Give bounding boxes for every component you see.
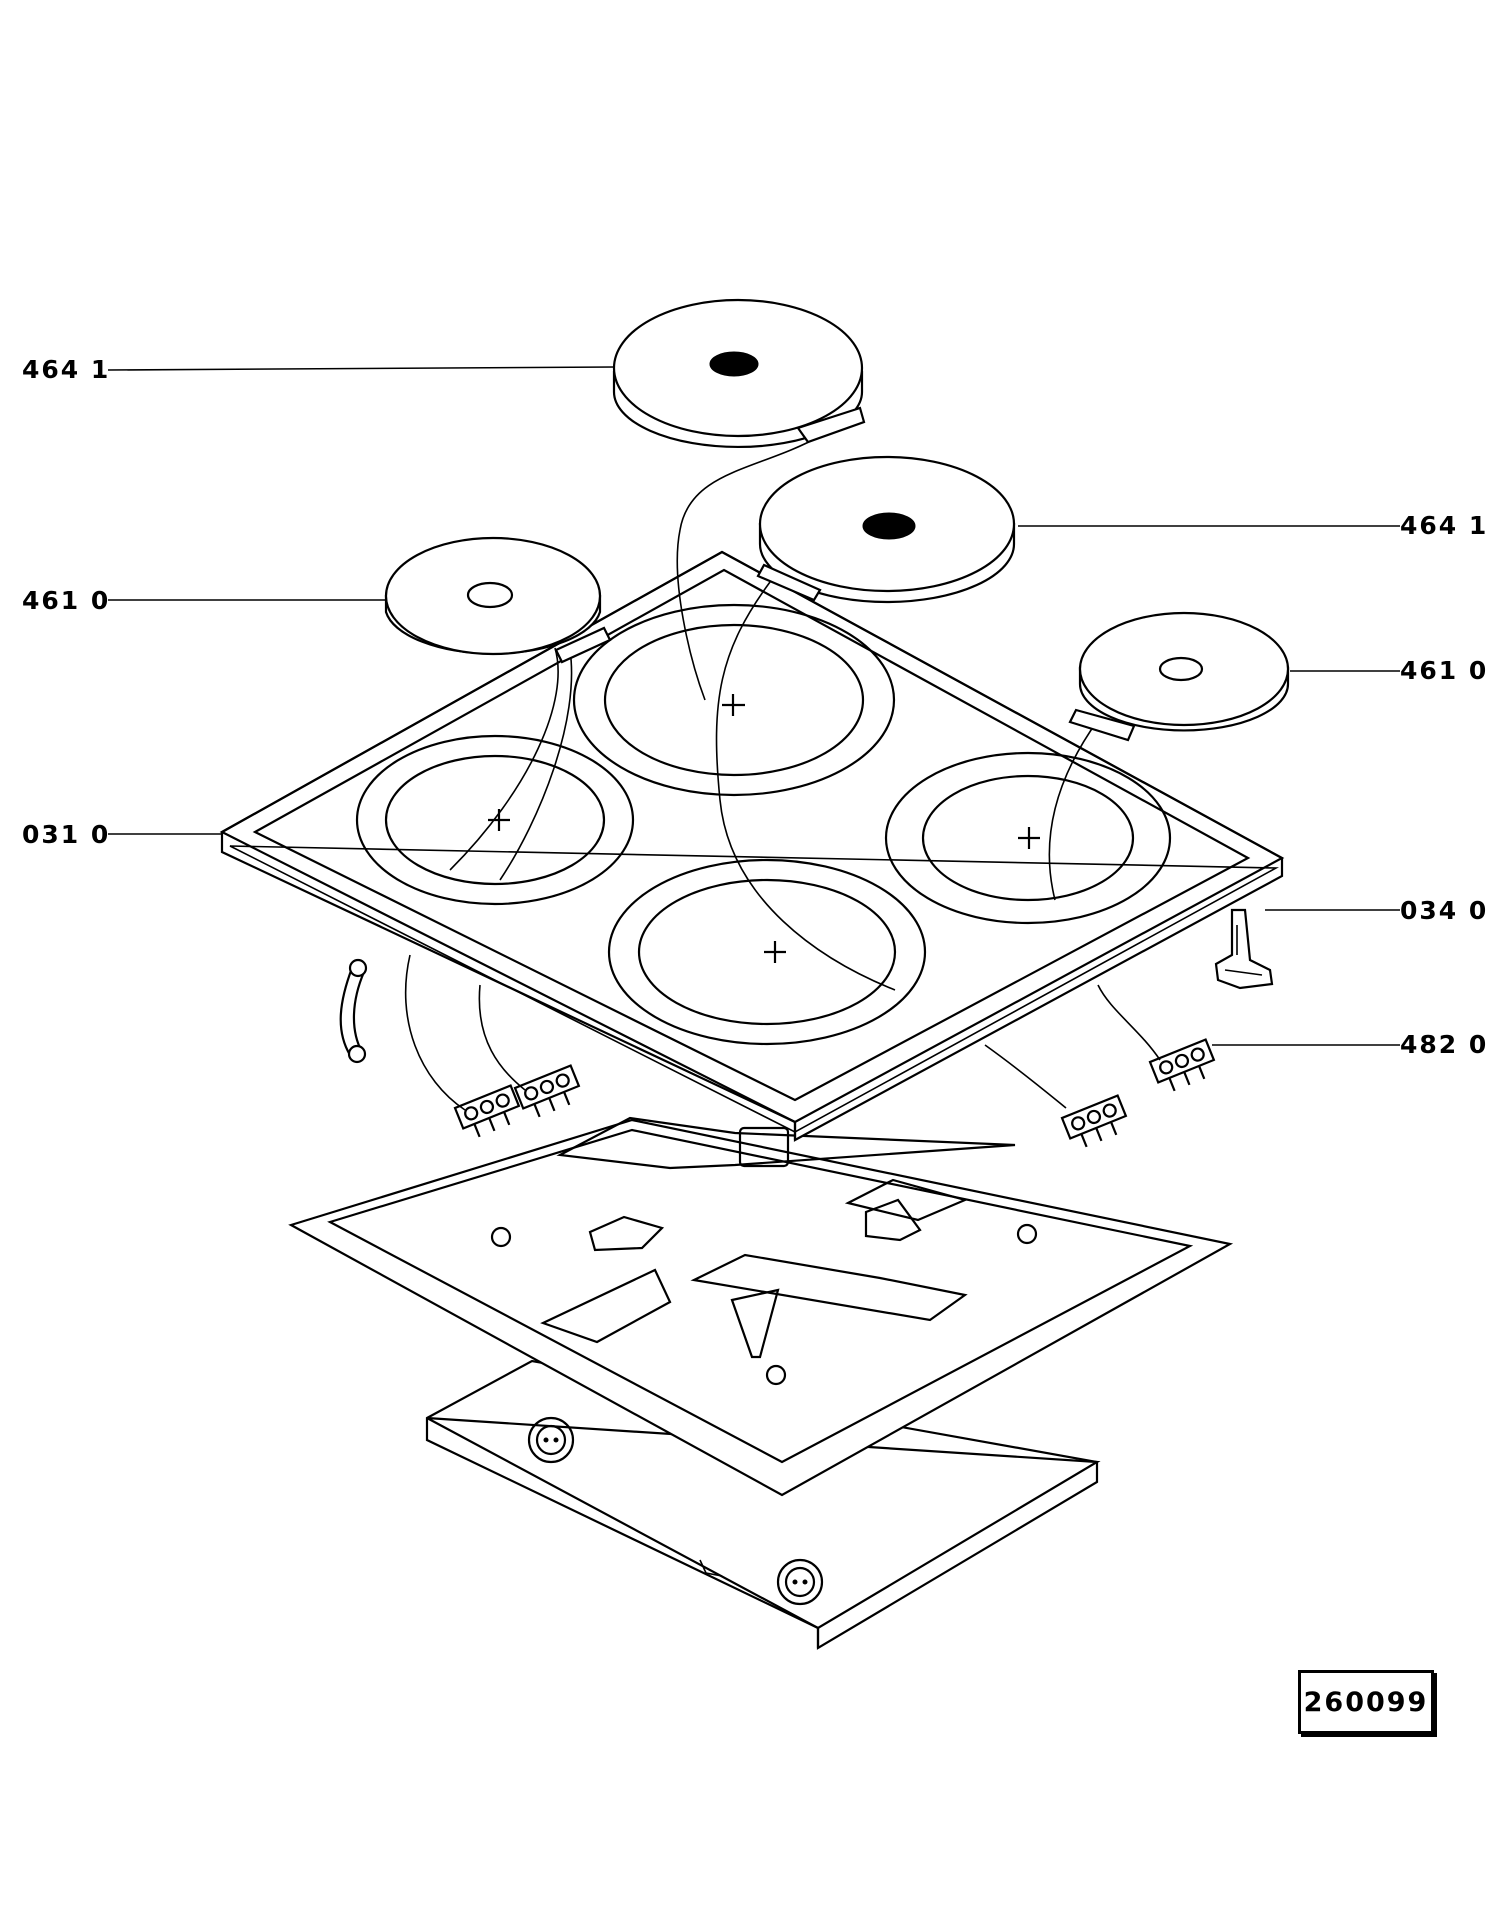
document-number-box: 260099 (1298, 1670, 1434, 1734)
leader-lines (107, 366, 1400, 1046)
label-ceramic-top: 031 0 (22, 820, 111, 849)
insulation-plate (288, 1116, 1234, 1497)
label-hotplate-464-upper: 464 1 (22, 355, 111, 384)
label-hotplate-464-right: 464 1 (1400, 511, 1489, 540)
hotplate-461-right (1068, 611, 1290, 742)
label-hotplate-461-right: 461 0 (1400, 656, 1489, 685)
label-terminal-block: 482 0 (1400, 1030, 1489, 1059)
terminal-block-left-lower (453, 1084, 521, 1138)
cooking-zones (355, 603, 1172, 1046)
hotplate-464-right (756, 455, 1016, 604)
under-wires (404, 954, 1161, 1111)
clip-part (1214, 908, 1274, 990)
tray-foot-right (776, 1558, 824, 1606)
terminal-blocks (453, 1038, 1216, 1148)
hotplate-464-upper (612, 298, 866, 449)
hotplate-461-left (384, 536, 612, 664)
terminal-block-right-lower (1060, 1094, 1128, 1148)
label-clip: 034 0 (1400, 896, 1489, 925)
terminal-block-left-upper (513, 1064, 581, 1118)
label-hotplate-461-left: 461 0 (22, 586, 111, 615)
hotplate-wires (449, 435, 1099, 991)
ceramic-glass-top (219, 550, 1285, 1142)
terminal-block-right-upper (1148, 1038, 1216, 1092)
tray-foot-left (527, 1416, 575, 1464)
gasket-strip (339, 958, 368, 1064)
